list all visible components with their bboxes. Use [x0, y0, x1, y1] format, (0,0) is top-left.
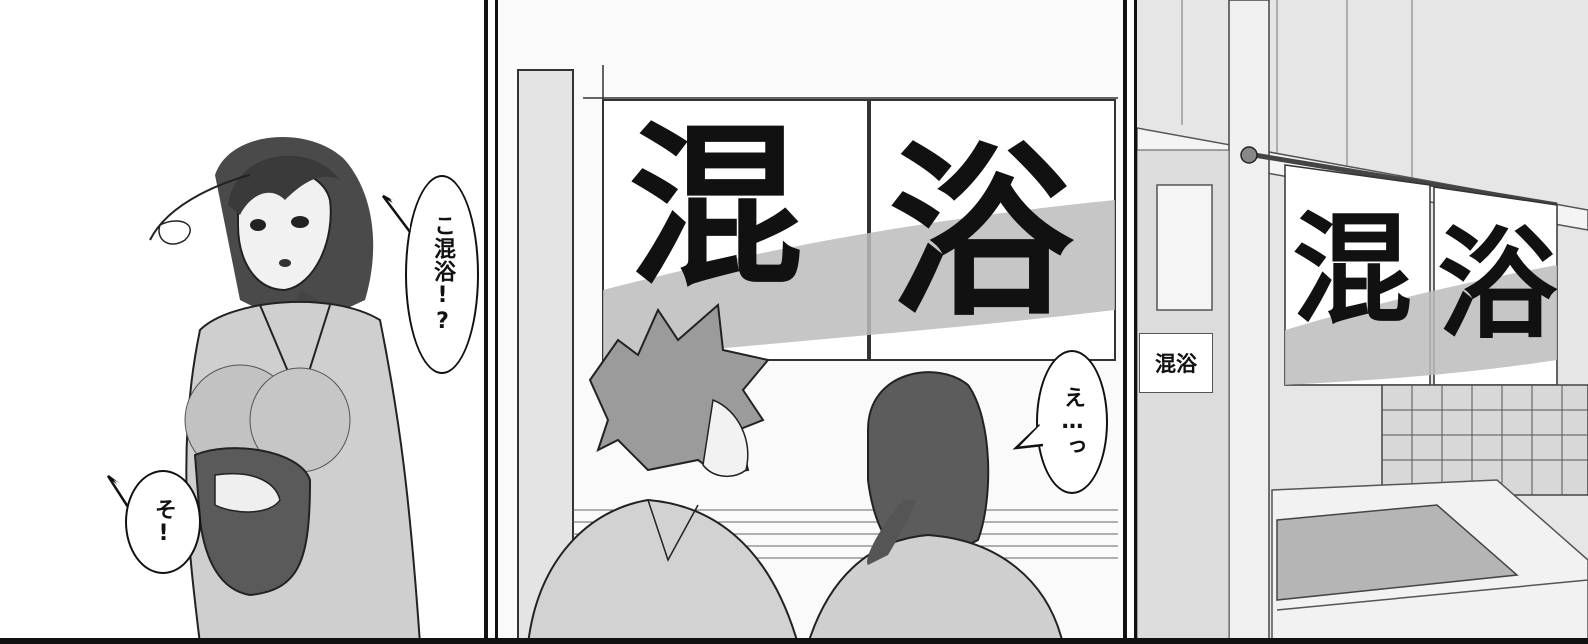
speech-bubble-main: こ混浴!? — [405, 175, 479, 374]
speech-bubble-small: そ! — [125, 470, 201, 574]
speech-text-small: そ! — [151, 497, 176, 547]
panel-border — [495, 0, 499, 644]
speech-text: え…っ — [1060, 386, 1085, 458]
bath-entrance-scene — [1137, 0, 1588, 644]
noren-right-kanji: 浴 — [888, 123, 1073, 341]
panel-border — [1134, 0, 1138, 644]
speech-bubble: え…っ — [1036, 350, 1108, 494]
panel-border — [484, 0, 488, 644]
panel-border — [1123, 0, 1127, 644]
woman-figure — [149, 137, 422, 644]
manga-panel-1: こ混浴!? そ! — [0, 0, 486, 644]
entrance-scene — [498, 0, 1125, 644]
noren-left-kanji: 混 — [1292, 199, 1412, 340]
manga-panel-2: 混 浴 え…っ — [498, 0, 1125, 644]
noren-right-kanji: 浴 — [1437, 214, 1557, 355]
manga-panel-3: 混浴 混 浴 — [1137, 0, 1588, 644]
noren-left-kanji: 混 — [628, 105, 803, 310]
speech-text-main: こ混浴!? — [430, 214, 455, 335]
bottom-border — [0, 638, 1588, 644]
wall-sign: 混浴 — [1139, 333, 1213, 393]
